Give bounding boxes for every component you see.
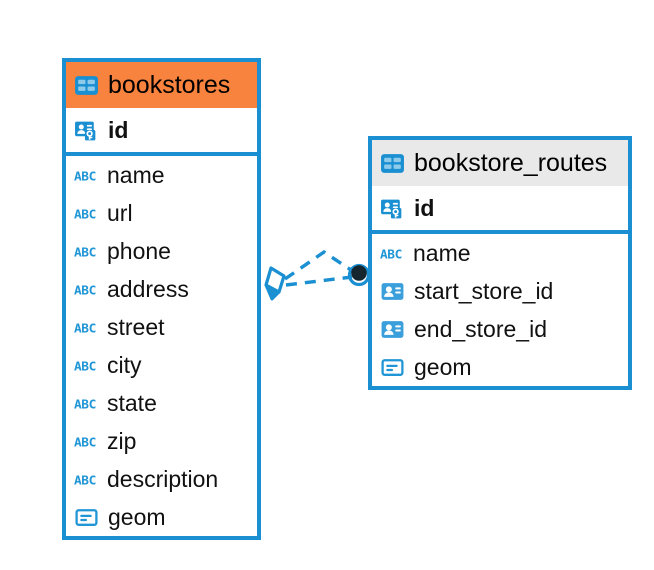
entity-bookstore-routes[interactable]: bookstore_routes id ABC name bbox=[368, 136, 632, 390]
field-label-id: id bbox=[108, 116, 129, 143]
foreign-key-icon bbox=[380, 279, 405, 304]
relationship-branch-straight bbox=[285, 275, 353, 287]
field-label: phone bbox=[107, 237, 171, 264]
field-label: geom bbox=[414, 353, 472, 380]
field-row-description[interactable]: ABC description bbox=[66, 460, 257, 498]
field-label: zip bbox=[107, 427, 137, 454]
field-label: name bbox=[413, 239, 471, 266]
entity-header-bookstore-routes[interactable]: bookstore_routes bbox=[372, 140, 628, 186]
primary-key-icon bbox=[380, 196, 405, 221]
field-label: start_store_id bbox=[414, 277, 554, 304]
svg-text:ABC: ABC bbox=[74, 359, 96, 374]
field-row-street[interactable]: ABC street bbox=[66, 308, 257, 346]
field-row-name[interactable]: ABC name bbox=[372, 234, 628, 272]
text-abc-icon: ABC bbox=[74, 242, 98, 261]
field-label: description bbox=[107, 465, 219, 492]
field-label: address bbox=[107, 275, 189, 302]
svg-text:ABC: ABC bbox=[74, 283, 96, 298]
field-row-start-store-id[interactable]: start_store_id bbox=[372, 272, 628, 310]
primary-key-divider bbox=[66, 152, 257, 156]
field-row-end-store-id[interactable]: end_store_id bbox=[372, 310, 628, 348]
table-icon bbox=[74, 73, 99, 98]
field-row-url[interactable]: ABC url bbox=[66, 194, 257, 232]
text-abc-icon: ABC bbox=[74, 204, 98, 223]
field-row-geom[interactable]: geom bbox=[372, 348, 628, 386]
filled-circle-marker bbox=[347, 263, 371, 287]
svg-text:ABC: ABC bbox=[74, 397, 96, 412]
text-abc-icon: ABC bbox=[74, 432, 98, 451]
field-row-state[interactable]: ABC state bbox=[66, 384, 257, 422]
geometry-icon bbox=[380, 355, 405, 380]
field-row-geom[interactable]: geom bbox=[66, 498, 257, 536]
entity-header-bookstores[interactable]: bookstores bbox=[66, 62, 257, 108]
geometry-icon bbox=[74, 505, 99, 530]
field-label: city bbox=[107, 351, 142, 378]
text-abc-icon: ABC bbox=[74, 470, 98, 489]
foreign-key-icon bbox=[380, 317, 405, 342]
relationship-branch-curved bbox=[284, 249, 355, 281]
entity-title-bookstores: bookstores bbox=[108, 70, 231, 99]
entity-bookstores[interactable]: bookstores id ABC name bbox=[62, 58, 261, 540]
field-row-address[interactable]: ABC address bbox=[66, 270, 257, 308]
field-row-city[interactable]: ABC city bbox=[66, 346, 257, 384]
text-abc-icon: ABC bbox=[380, 244, 404, 263]
table-icon bbox=[380, 151, 405, 176]
diamond-marker bbox=[264, 266, 286, 301]
field-label: end_store_id bbox=[414, 315, 547, 342]
svg-text:ABC: ABC bbox=[74, 245, 96, 260]
field-label: state bbox=[107, 389, 157, 416]
svg-text:ABC: ABC bbox=[74, 207, 96, 222]
primary-key-divider bbox=[372, 230, 628, 234]
entity-title-bookstore-routes: bookstore_routes bbox=[414, 148, 608, 177]
text-abc-icon: ABC bbox=[74, 394, 98, 413]
text-abc-icon: ABC bbox=[74, 166, 98, 185]
field-label: geom bbox=[108, 503, 166, 530]
field-label-id: id bbox=[414, 194, 435, 221]
text-abc-icon: ABC bbox=[74, 356, 98, 375]
field-row-name[interactable]: ABC name bbox=[66, 156, 257, 194]
svg-text:ABC: ABC bbox=[74, 321, 96, 336]
field-row-primary-key[interactable]: id bbox=[66, 108, 257, 152]
field-label: street bbox=[107, 313, 165, 340]
primary-key-icon bbox=[74, 118, 99, 143]
field-label: name bbox=[107, 161, 165, 188]
field-row-primary-key[interactable]: id bbox=[372, 186, 628, 230]
field-label: url bbox=[107, 199, 133, 226]
svg-text:ABC: ABC bbox=[380, 247, 402, 262]
svg-text:ABC: ABC bbox=[74, 169, 96, 184]
field-row-zip[interactable]: ABC zip bbox=[66, 422, 257, 460]
svg-text:ABC: ABC bbox=[74, 473, 96, 488]
field-row-phone[interactable]: ABC phone bbox=[66, 232, 257, 270]
svg-text:ABC: ABC bbox=[74, 435, 96, 450]
text-abc-icon: ABC bbox=[74, 280, 98, 299]
text-abc-icon: ABC bbox=[74, 318, 98, 337]
